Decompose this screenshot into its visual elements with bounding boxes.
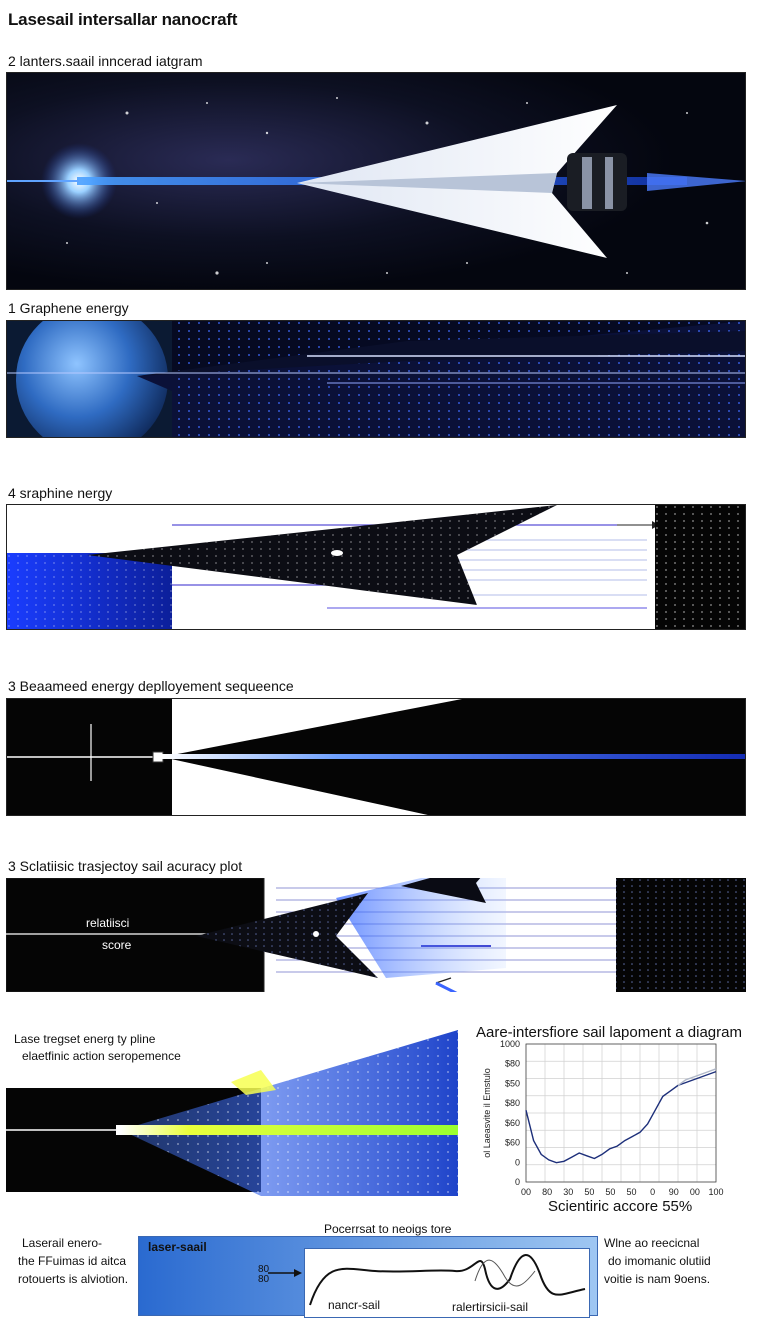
arrow-icon [268, 1269, 302, 1277]
chart-title: Aare-intersfiore sail lapoment a diagram [476, 1024, 742, 1041]
bottom-right-text-2: do imomanic olutiid [608, 1254, 711, 1268]
chart-x-tick: 100 [708, 1187, 723, 1197]
chart-x-tick: 50 [627, 1187, 637, 1197]
laser-sail-box-label: laser-saail [148, 1240, 207, 1254]
chart-y-tick: $60 [505, 1118, 520, 1128]
chart-x-tick: 00 [690, 1187, 700, 1197]
laser-panel-title-2: elaetfinic action seropemence [22, 1049, 181, 1063]
chart-x-tick: 50 [584, 1187, 594, 1197]
deployment-sequence-panel [6, 698, 746, 816]
laser-beam-illustration [6, 1030, 458, 1196]
chart-series-line-0 [525, 1070, 717, 1164]
panel-label-1: 2 lanters.saail inncerad iatgram [8, 53, 203, 69]
laser-beam-panel [6, 1030, 458, 1196]
chart-x-tick: 50 [605, 1187, 615, 1197]
curve-box [304, 1248, 590, 1318]
chart-y-tick: 0 [515, 1157, 520, 1167]
chart-x-tick: 90 [669, 1187, 679, 1197]
arrow-label-2: 80 [258, 1274, 270, 1285]
laser-panel-title-1: Lase tregset energ ty pline [14, 1032, 156, 1046]
bottom-left-text-1: Laserail enero- [22, 1236, 103, 1250]
sraphine-energy-panel [6, 504, 746, 630]
chart-x-tick: 0 [650, 1187, 655, 1197]
chart-series-line-1 [677, 1068, 717, 1086]
curve-label-1: nancr-sail [328, 1298, 381, 1312]
bottom-right-text-3: voitie is nam 9oens. [604, 1272, 711, 1286]
sraphine-energy-illustration [7, 505, 745, 629]
deployment-sequence-illustration [7, 699, 745, 815]
panel-label-3: 4 sraphine nergy [8, 485, 113, 501]
panel-label-2: 1 Graphene energy [8, 300, 129, 316]
arrow-label-1: 80 [258, 1264, 270, 1275]
trajectory-text-2: score [102, 938, 132, 952]
chart-y-tick: $50 [505, 1078, 520, 1088]
space-sail-illustration [7, 73, 745, 289]
chart-x-tick: 30 [563, 1187, 573, 1197]
chart-x-tick: 80 [542, 1187, 552, 1197]
page-title: Lasesail intersallar nanocraft [8, 10, 238, 29]
chart-y-tick: $80 [505, 1098, 520, 1108]
chart-ylabel: ol Laeasvite il Emstulo [482, 1068, 492, 1158]
bottom-left-text-2: the FFuimas id aitca [18, 1254, 127, 1268]
graphene-energy-illustration [7, 321, 745, 437]
panel-label-4: 3 Beaameed energy deplloyement sequeence [8, 678, 294, 694]
chart-y-tick: 1000 [500, 1040, 520, 1049]
chart-y-tick: $80 [505, 1059, 520, 1069]
chart-y-tick: $60 [505, 1138, 520, 1148]
chart-xlabel: Scientiric accore 55% [548, 1198, 693, 1215]
trajectory-plot-panel: relatiisci score [6, 878, 746, 992]
bottom-right-text-1: Wlne ao reecicnal [604, 1236, 700, 1250]
chart-x-tick: 00 [521, 1187, 531, 1197]
chart-y-tick: 0 [515, 1177, 520, 1187]
trajectory-text-1: relatiisci [86, 916, 130, 930]
bottom-left-text-3: rotouerts is alviotion. [18, 1272, 129, 1286]
bottom-top-text: Pocerrsat to neoigs tore [324, 1222, 452, 1236]
trajectory-plot-illustration [6, 878, 746, 992]
curve-label-2: ralertirsicii-sail [452, 1300, 529, 1314]
curve-plot [309, 1254, 586, 1306]
panel-label-5: 3 Sclatiisic trasjectoy sail acuracy plo… [8, 858, 243, 874]
graphene-energy-panel [6, 320, 746, 438]
laser-sail-illustration-panel [6, 72, 746, 290]
